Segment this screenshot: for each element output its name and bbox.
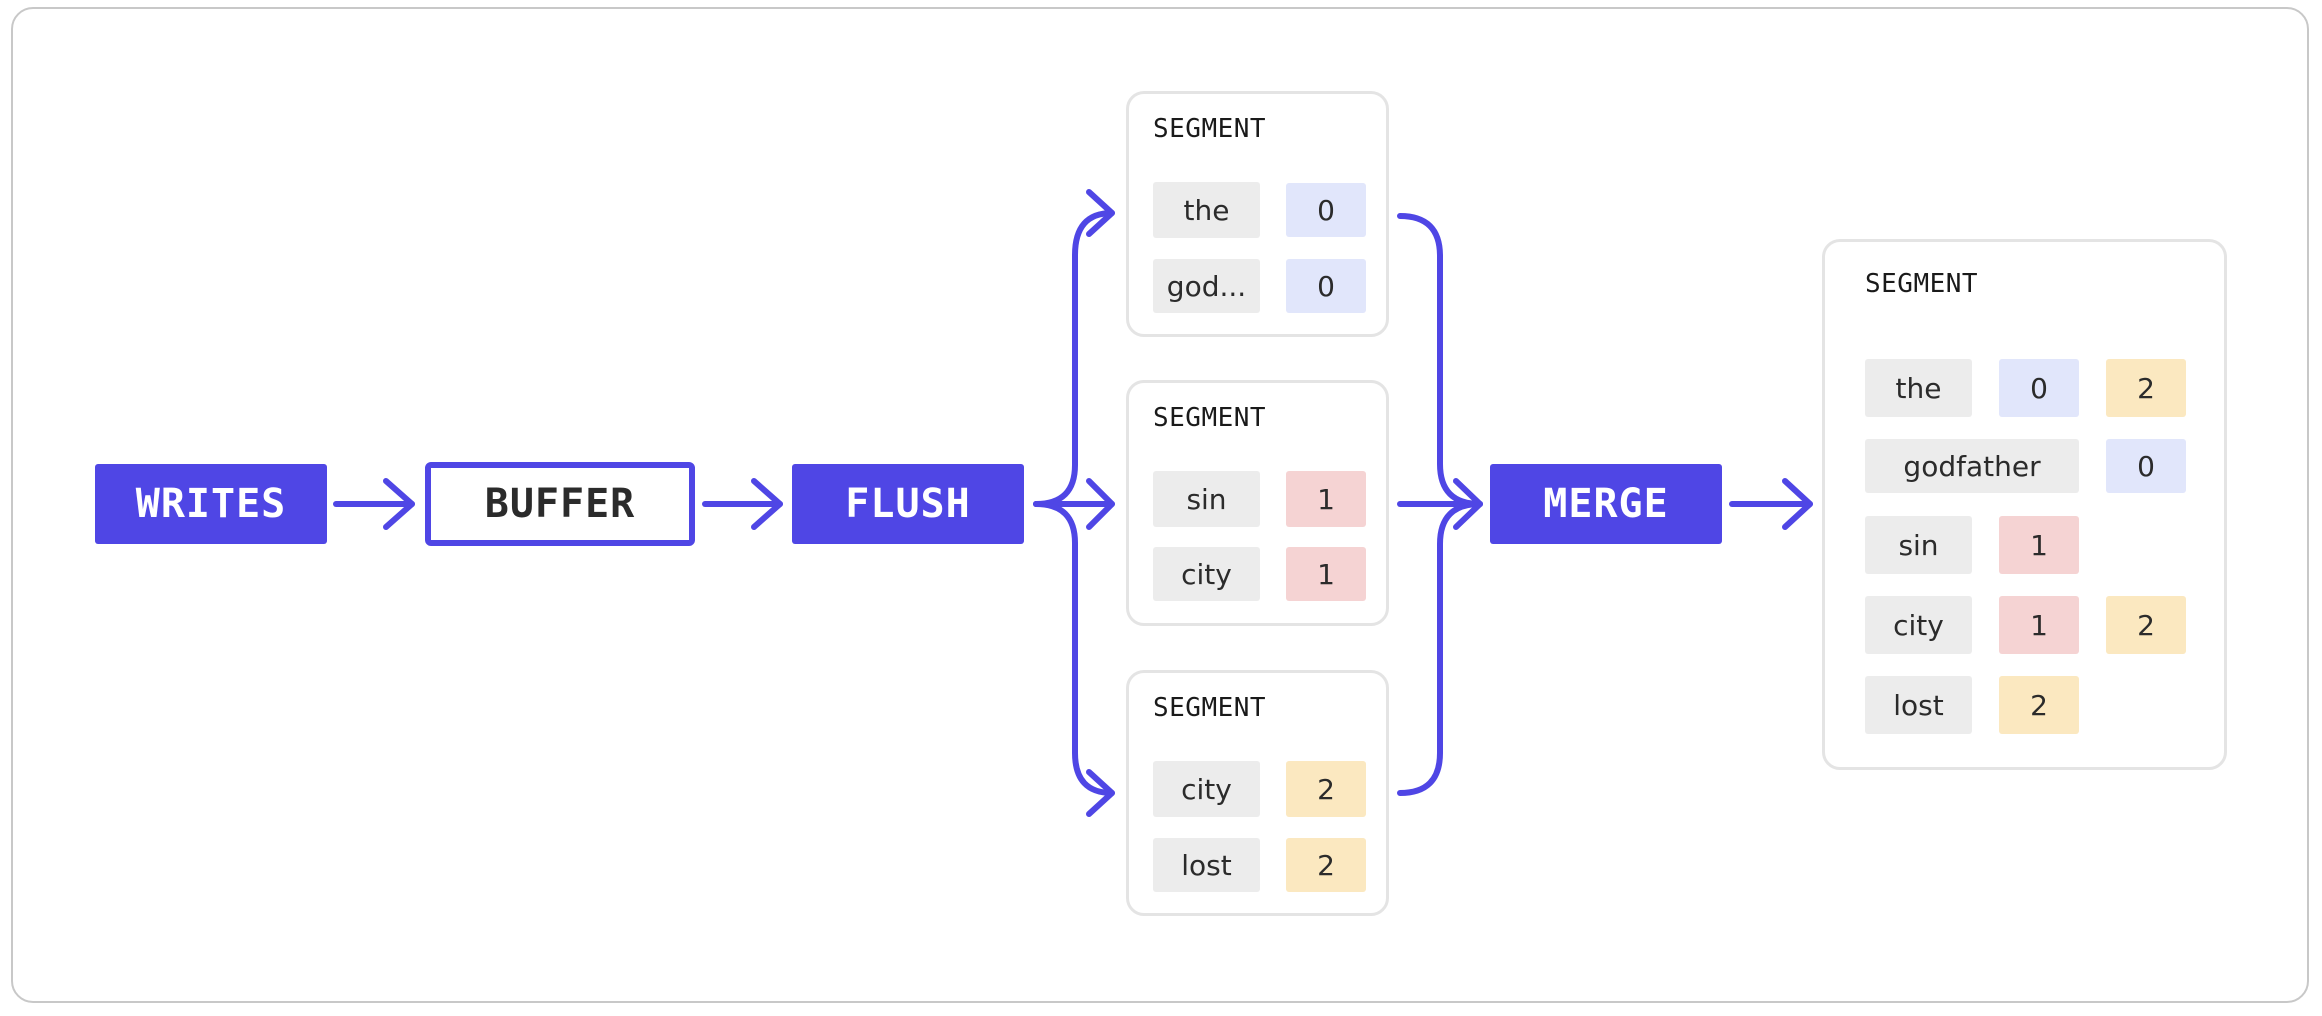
merge-node: MERGE [1490,464,1722,544]
segment-doc-id: 2 [2106,359,2186,417]
segment-term: godfather [1865,439,2079,493]
arrowhead-flush-to-segment-1 [1086,189,1115,237]
merged-segment: SEGMENT the 0 2 godfather 0 sin 1 city 1… [1822,239,2227,770]
segment-term: sin [1153,471,1260,527]
segment-doc-id: 1 [1286,471,1366,527]
arrowhead-buffer-to-flush [751,478,783,530]
arrow-segment-1-to-merge [1397,213,1483,507]
arrowhead-to-merge [1453,478,1483,530]
segment-term: sin [1865,516,1972,574]
segment-term: city [1153,547,1260,601]
segment-doc-id: 0 [1999,359,2079,417]
segment-term: the [1153,182,1260,238]
segment-title: SEGMENT [1153,114,1267,144]
segment-term: city [1865,596,1972,654]
segment-3: SEGMENT city 2 lost 2 [1126,670,1389,916]
segment-doc-id: 1 [1999,516,2079,574]
segment-term: city [1153,761,1260,817]
arrow-flush-to-segment-1 [1033,210,1115,507]
segment-term: god... [1153,259,1260,313]
segment-doc-id: 1 [1286,547,1366,601]
segment-doc-id: 2 [2106,596,2186,654]
segment-doc-id: 2 [1286,838,1366,892]
arrow-flush-to-segment-3 [1033,501,1115,796]
arrowhead-merge-to-segment [1782,478,1813,530]
flush-node: FLUSH [792,464,1024,544]
segment-title: SEGMENT [1153,403,1267,433]
segment-term: lost [1865,676,1972,734]
segment-doc-id: 0 [1286,259,1366,313]
arrowhead-flush-to-segment-3 [1086,769,1115,817]
buffer-node: BUFFER [425,462,695,546]
segment-doc-id: 0 [2106,439,2186,493]
arrow-segment-3-to-merge [1397,501,1483,796]
segment-doc-id: 0 [1286,183,1366,237]
segment-doc-id: 1 [1999,596,2079,654]
segment-doc-id: 2 [1286,761,1366,817]
segment-title: SEGMENT [1153,693,1267,723]
writes-node: WRITES [95,464,327,544]
segment-title: SEGMENT [1865,269,1979,299]
arrowhead-writes-to-buffer [383,478,415,530]
segment-term: the [1865,359,1972,417]
segment-doc-id: 2 [1999,676,2079,734]
segment-2: SEGMENT sin 1 city 1 [1126,380,1389,626]
segment-term: lost [1153,838,1260,892]
arrowhead-flush-to-segment-2 [1086,478,1115,530]
segment-1: SEGMENT the 0 god... 0 [1126,91,1389,337]
